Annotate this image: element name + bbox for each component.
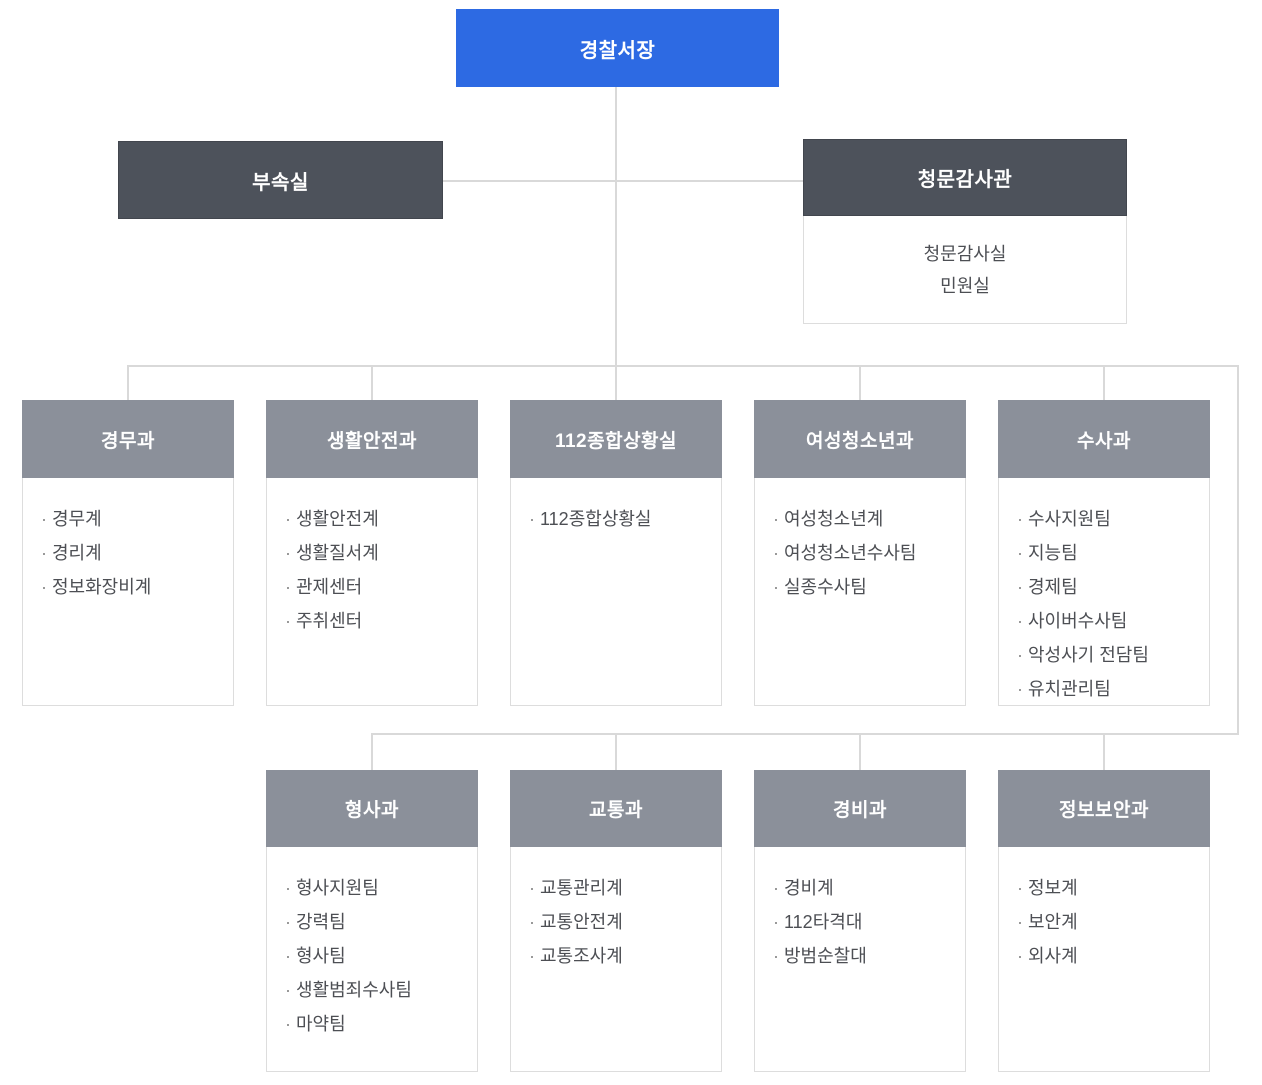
node-audit-officer: 청문감사관 — [803, 139, 1127, 216]
dept-card-gyotong: 교통과 교통관리계교통안전계교통조사계 — [510, 770, 722, 1072]
dept-header: 경무과 — [22, 400, 234, 478]
unit-item: 정보계 — [1017, 871, 1195, 905]
unit-item: 수사지원팀 — [1017, 502, 1195, 536]
unit-list: 경무계경리계정보화장비계 — [41, 502, 219, 604]
dept-name: 정보보안과 — [1059, 800, 1149, 821]
dept-header: 경비과 — [754, 770, 966, 847]
connector-row1-stub-1 — [127, 366, 129, 400]
dept-units: 형사지원팀강력팀형사팀생활범죄수사팀마약팀 — [266, 847, 478, 1072]
connector-row1-stub-2 — [371, 366, 373, 400]
connector-row2-stub-3 — [859, 733, 861, 770]
dept-units: 수사지원팀지능팀경제팀사이버수사팀악성사기 전담팀유치관리팀 — [998, 478, 1210, 706]
dept-name: 112종합상황실 — [554, 430, 678, 452]
connector-level2-horizontal — [443, 180, 803, 182]
unit-item: 유치관리팀 — [1017, 672, 1195, 706]
unit-list: 형사지원팀강력팀형사팀생활범죄수사팀마약팀 — [285, 871, 463, 1041]
connector-row2-stub-4 — [1103, 733, 1105, 770]
node-annex-office: 부속실 — [118, 141, 443, 219]
unit-list: 경비계112타격대방범순찰대 — [773, 871, 951, 973]
unit-item: 생활질서계 — [285, 536, 463, 570]
unit-item: 청문감사실 — [923, 243, 1007, 264]
dept-name: 수사과 — [1077, 430, 1131, 452]
unit-item: 생활범죄수사팀 — [285, 973, 463, 1007]
unit-item: 112종합상황실 — [529, 502, 707, 536]
dept-card-112-situation-room: 112종합상황실 112종합상황실 — [510, 400, 722, 706]
unit-list: 교통관리계교통안전계교통조사계 — [529, 871, 707, 973]
connector-row1-horizontal — [127, 365, 1239, 367]
dept-name: 여성청소년과 — [806, 430, 914, 452]
connector-row1-stub-5 — [1103, 366, 1105, 400]
dept-units: 112종합상황실 — [510, 478, 722, 706]
dept-units: 생활안전계생활질서계관제센터주취센터 — [266, 478, 478, 706]
unit-item: 경제팀 — [1017, 570, 1195, 604]
unit-item: 사이버수사팀 — [1017, 604, 1195, 638]
unit-item: 악성사기 전담팀 — [1017, 638, 1195, 672]
connector-row2-stub-1 — [371, 733, 373, 770]
dept-name: 형사과 — [345, 800, 399, 821]
dept-card-susa: 수사과 수사지원팀지능팀경제팀사이버수사팀악성사기 전담팀유치관리팀 — [998, 400, 1210, 706]
unit-item: 형사팀 — [285, 939, 463, 973]
dept-header: 수사과 — [998, 400, 1210, 478]
unit-item: 교통안전계 — [529, 905, 707, 939]
dept-name: 생활안전과 — [327, 430, 417, 452]
unit-item: 경무계 — [41, 502, 219, 536]
unit-item: 실종수사팀 — [773, 570, 951, 604]
unit-item: 마약팀 — [285, 1007, 463, 1041]
unit-item: 교통조사계 — [529, 939, 707, 973]
unit-list: 여성청소년계여성청소년수사팀실종수사팀 — [773, 502, 951, 604]
police-chief-label: 경찰서장 — [579, 39, 656, 62]
dept-name: 경무과 — [101, 430, 155, 452]
connector-row2-horizontal — [371, 733, 1239, 735]
audit-officer-label: 청문감사관 — [917, 169, 1013, 191]
unit-item: 보안계 — [1017, 905, 1195, 939]
unit-item: 형사지원팀 — [285, 871, 463, 905]
dept-header: 교통과 — [510, 770, 722, 847]
dept-card-women-youth: 여성청소년과 여성청소년계여성청소년수사팀실종수사팀 — [754, 400, 966, 706]
connector-row1-stub-4 — [859, 366, 861, 400]
dept-card-jeongbo-boan: 정보보안과 정보계보안계외사계 — [998, 770, 1210, 1072]
connector-chief-vertical — [615, 87, 617, 400]
connector-row2-stub-2 — [615, 733, 617, 770]
dept-header: 여성청소년과 — [754, 400, 966, 478]
node-police-chief: 경찰서장 — [456, 9, 779, 87]
dept-header: 정보보안과 — [998, 770, 1210, 847]
unit-list: 112종합상황실 — [529, 502, 707, 536]
unit-item: 정보화장비계 — [41, 570, 219, 604]
unit-item: 지능팀 — [1017, 536, 1195, 570]
unit-item: 여성청소년계 — [773, 502, 951, 536]
unit-item: 경리계 — [41, 536, 219, 570]
dept-card-saenghwal-anjeon: 생활안전과 생활안전계생활질서계관제센터주취센터 — [266, 400, 478, 706]
dept-name: 경비과 — [833, 800, 887, 821]
dept-header: 생활안전과 — [266, 400, 478, 478]
unit-item: 강력팀 — [285, 905, 463, 939]
dept-units: 경비계112타격대방범순찰대 — [754, 847, 966, 1072]
unit-item: 생활안전계 — [285, 502, 463, 536]
dept-units: 경무계경리계정보화장비계 — [22, 478, 234, 706]
annex-office-label: 부속실 — [252, 171, 309, 194]
dept-header: 112종합상황실 — [510, 400, 722, 478]
unit-item: 민원실 — [940, 275, 990, 296]
unit-item: 여성청소년수사팀 — [773, 536, 951, 570]
dept-units: 여성청소년계여성청소년수사팀실종수사팀 — [754, 478, 966, 706]
dept-header: 형사과 — [266, 770, 478, 847]
unit-item: 경비계 — [773, 871, 951, 905]
dept-units: 정보계보안계외사계 — [998, 847, 1210, 1072]
dept-card-hyeongsa: 형사과 형사지원팀강력팀형사팀생활범죄수사팀마약팀 — [266, 770, 478, 1072]
unit-item: 방범순찰대 — [773, 939, 951, 973]
unit-list: 정보계보안계외사계 — [1017, 871, 1195, 973]
unit-item: 112타격대 — [773, 905, 951, 939]
dept-card-gyeongbi: 경비과 경비계112타격대방범순찰대 — [754, 770, 966, 1072]
dept-name: 교통과 — [589, 800, 643, 821]
unit-item: 외사계 — [1017, 939, 1195, 973]
unit-item: 교통관리계 — [529, 871, 707, 905]
unit-item: 주취센터 — [285, 604, 463, 638]
unit-item: 관제센터 — [285, 570, 463, 604]
unit-list: 수사지원팀지능팀경제팀사이버수사팀악성사기 전담팀유치관리팀 — [1017, 502, 1195, 706]
dept-units: 교통관리계교통안전계교통조사계 — [510, 847, 722, 1072]
connector-right-vertical — [1237, 365, 1239, 735]
unit-list: 생활안전계생활질서계관제센터주취센터 — [285, 502, 463, 638]
dept-card-gyeongmu: 경무과 경무계경리계정보화장비계 — [22, 400, 234, 706]
